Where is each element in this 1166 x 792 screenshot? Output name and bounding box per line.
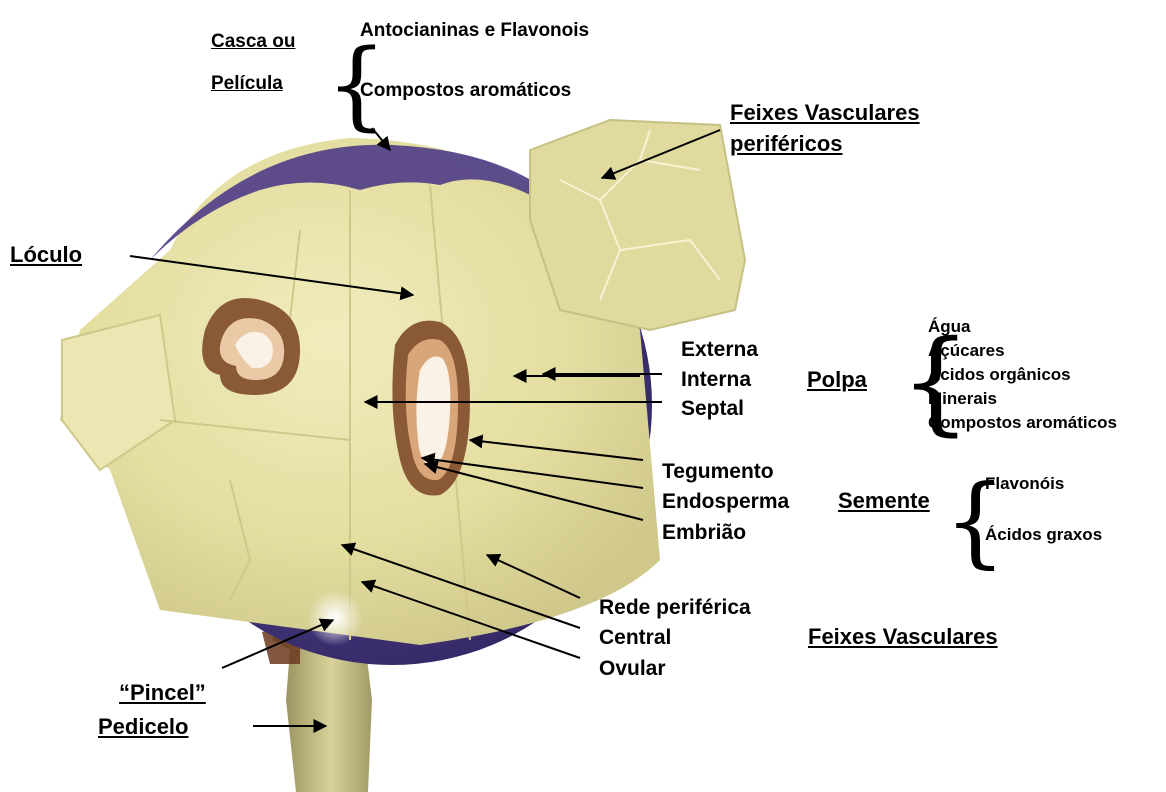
pulp-component-1: Água (928, 318, 971, 335)
skin-item-2: Compostos aromáticos (360, 81, 571, 100)
pincel-label: “Pincel” (119, 682, 206, 704)
pulp-region-interna: Interna (681, 369, 751, 390)
vascular-part-central: Central (599, 627, 671, 648)
pulp-component-2: Açúcares (928, 342, 1005, 359)
berry-drawing (60, 120, 745, 665)
pulp-region-septal: Septal (681, 398, 744, 419)
pulp-title: Polpa (807, 369, 867, 391)
pulp-component-4: Minerais (928, 390, 997, 407)
vascular-part-rede-periferica: Rede periférica (599, 597, 751, 618)
seed-part-tegumento: Tegumento (662, 461, 774, 482)
seed-component-2: Ácidos graxos (985, 526, 1102, 543)
vascular-title: Feixes Vasculares (808, 626, 998, 648)
seed-title: Semente (838, 490, 930, 512)
seed-part-embriao: Embrião (662, 522, 746, 543)
pulp-component-3: Ácidos orgânicos (928, 366, 1071, 383)
pulp-component-5: Compostos aromáticos (928, 414, 1117, 431)
pedicelo-label: Pedicelo (98, 716, 188, 738)
peripheral-bundles-line1: Feixes Vasculares (730, 102, 920, 124)
loculo-label: Lóculo (10, 244, 82, 266)
peripheral-bundles-line2: periféricos (730, 133, 843, 155)
seed-part-endosperma: Endosperma (662, 491, 789, 512)
skin-item-1: Antocianinas e Flavonois (360, 21, 589, 40)
seed-component-1: Flavonóis (985, 475, 1064, 492)
skin-title-line1: Casca ou (211, 32, 295, 51)
pulp-region-externa: Externa (681, 339, 758, 360)
skin-title-line2: Película (211, 74, 283, 93)
vascular-part-ovular: Ovular (599, 658, 666, 679)
